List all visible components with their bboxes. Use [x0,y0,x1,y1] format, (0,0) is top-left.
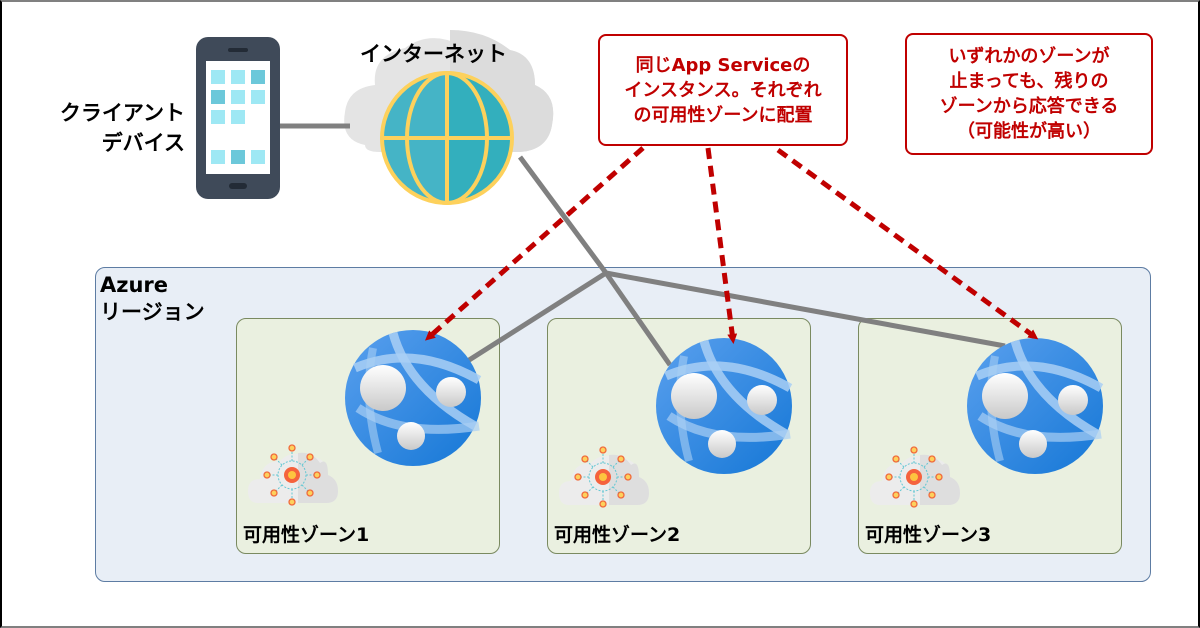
client-label-line-1: クライアント [59,101,185,125]
internet-to-hub-line [517,155,609,275]
smartphone-icon [196,37,280,199]
availability-zone-icon-2 [558,446,650,508]
network-connectors [280,123,1006,367]
region-label: Azure リージョン [100,272,205,326]
callout-arrows [425,146,1039,344]
callout-2-line-4: （可能性が高い） [957,121,1101,142]
internet-globe-icon [380,71,514,205]
client-label-line-2: デバイス [101,131,185,155]
callout-1-line-3: の可用性ゾーンに配置 [633,104,813,126]
zone-label-1: 可用性ゾーン1 [243,524,370,546]
client-device-label: クライアント デバイス [40,98,185,158]
app-service-icon-zone-3 [967,338,1103,474]
callout-zone-resilience: いずれかのゾーンが 止まっても、残りの ゾーンから応答できる （可能性が高い） [905,33,1153,155]
arrow-to-zone-1 [425,146,645,341]
callout-app-service-instances: 同じApp Serviceの インスタンス。それぞれ の可用性ゾーンに配置 [598,34,848,146]
callout-2-line-1: いずれかのゾーンが [948,46,1110,67]
zone-label-2: 可用性ゾーン2 [554,524,681,546]
callout-2-line-2: 止まっても、残りの [949,71,1109,92]
zone-label-3: 可用性ゾーン3 [865,524,992,546]
availability-zone-icon-3 [869,446,961,508]
region-label-line-1: Azure [100,273,169,297]
hub-to-zone1-line [464,270,608,365]
callout-2-line-3: ゾーンから応答できる [939,96,1119,117]
arrow-to-zone-2 [705,147,738,344]
region-label-line-2: リージョン [100,300,205,324]
hub-to-zone2-line [603,271,673,367]
hub-to-zone3-line [605,270,1006,349]
availability-zone-icon-1 [247,444,339,506]
app-service-icon-zone-2 [656,338,792,474]
callout-1-line-2: インスタンス。それぞれ [624,79,822,101]
arrow-to-zone-3 [776,147,1039,340]
app-service-icon-zone-1 [345,330,481,466]
callout-1-line-1: 同じApp Serviceの [635,54,811,76]
internet-label: インターネット [360,42,507,66]
